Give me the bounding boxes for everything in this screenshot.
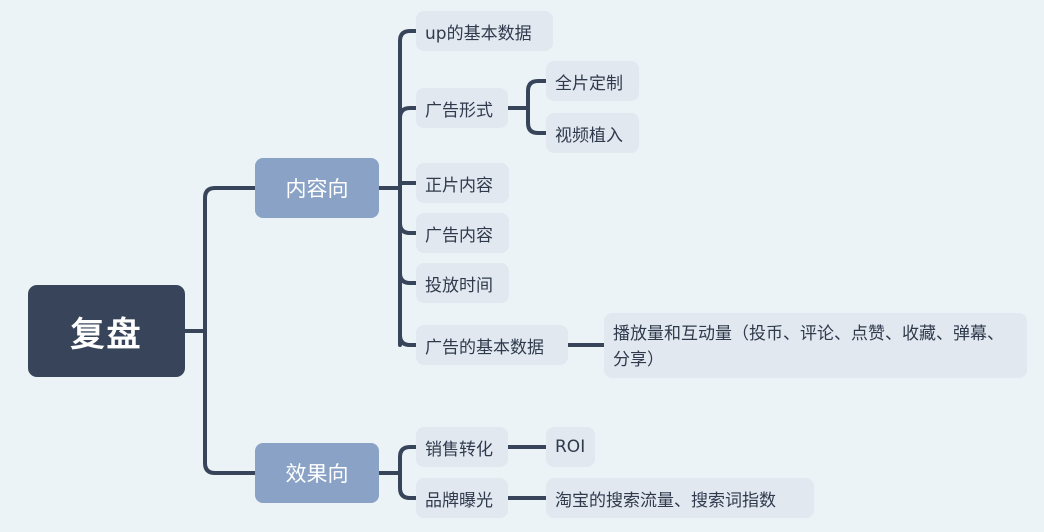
branch-content-label: 内容向 [285,177,349,201]
node-label: 广告形式 [425,100,493,121]
connector-root-to-effect [203,329,257,475]
node-label: 正片内容 [425,175,493,196]
node-video-embed[interactable]: 视频植入 [546,113,639,153]
node-views-interactions[interactable]: 播放量和互动量（投币、评论、点赞、收藏、弹幕、分享） [604,313,1027,378]
connector-adform-to-full [526,79,548,110]
branch-effect-label: 效果向 [285,462,349,486]
node-ad-content[interactable]: 广告内容 [416,213,509,253]
node-placement-time[interactable]: 投放时间 [416,263,509,303]
node-ad-basic-data[interactable]: 广告的基本数据 [416,325,568,365]
node-label: 广告内容 [425,225,493,246]
branch-content[interactable]: 内容向 [255,158,379,218]
node-label: 品牌曝光 [425,490,493,511]
node-label: ROI [555,437,586,457]
node-label: 销售转化 [425,439,493,460]
node-main-content[interactable]: 正片内容 [416,163,509,203]
connector-content-to-adform [398,106,418,120]
node-label: 广告的基本数据 [425,337,544,358]
root-node[interactable]: 复盘 [28,285,185,377]
connector-root-to-content [203,186,257,333]
connector-content-to-addata [398,333,418,347]
connector-content-to-up [398,29,418,347]
connector-adform-to-embed [526,106,548,135]
connector-content-to-adcontent [398,221,418,235]
root-label: 复盘 [70,314,143,355]
node-up-basic-data[interactable]: up的基本数据 [416,11,553,51]
connector-content-to-time [398,271,418,285]
node-taobao-search[interactable]: 淘宝的搜索流量、搜索词指数 [546,478,814,518]
node-sales-conversion[interactable]: 销售转化 [416,427,508,467]
node-brand-exposure[interactable]: 品牌曝光 [416,478,508,518]
node-label: 淘宝的搜索流量、搜索词指数 [555,490,776,511]
node-roi[interactable]: ROI [546,427,595,467]
connector-effect-to-brand [398,471,418,500]
node-label: 播放量和互动量（投币、评论、点赞、收藏、弹幕、分享） [613,324,1004,370]
node-label: up的基本数据 [425,23,532,44]
branch-effect[interactable]: 效果向 [255,443,379,503]
connector-effect-to-sales [398,445,418,475]
node-full-custom[interactable]: 全片定制 [546,61,639,101]
node-label: 全片定制 [555,73,623,94]
node-label: 视频植入 [555,125,623,146]
node-ad-form[interactable]: 广告形式 [416,88,508,128]
node-label: 投放时间 [425,275,493,296]
